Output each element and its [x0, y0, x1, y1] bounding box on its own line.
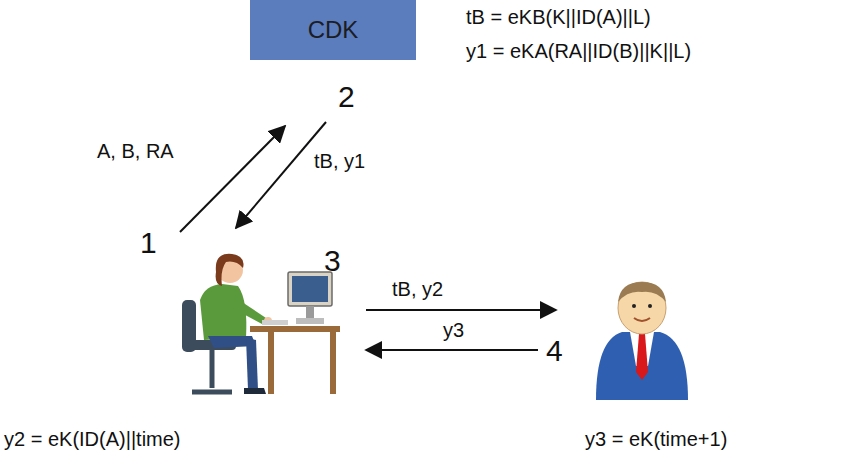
message-label: A, B, RA — [97, 140, 174, 163]
man-figure — [596, 282, 688, 400]
woman-at-desk — [182, 254, 340, 394]
server-box: CDK — [250, 0, 416, 60]
message-label: tB, y1 — [314, 150, 365, 173]
message-arrow — [236, 122, 326, 228]
message-arrow — [366, 309, 556, 311]
message-arrow — [366, 349, 538, 351]
formula: y3 = eK(time+1) — [585, 428, 727, 451]
message-label: y3 — [443, 319, 464, 342]
server-name: CDK — [308, 16, 359, 44]
step-number: 2 — [338, 80, 355, 115]
message-label: tB, y2 — [392, 278, 443, 301]
step-number: 4 — [546, 334, 563, 369]
step-number: 1 — [140, 226, 157, 261]
formula: tB = eKB(K||ID(A)||L) — [466, 6, 651, 29]
formula: y2 = eK(ID(A)||time) — [4, 428, 181, 451]
message-arrow — [180, 126, 285, 232]
formula: y1 = eKA(RA||ID(B)||K||L) — [466, 40, 691, 63]
step-number: 3 — [324, 244, 341, 279]
